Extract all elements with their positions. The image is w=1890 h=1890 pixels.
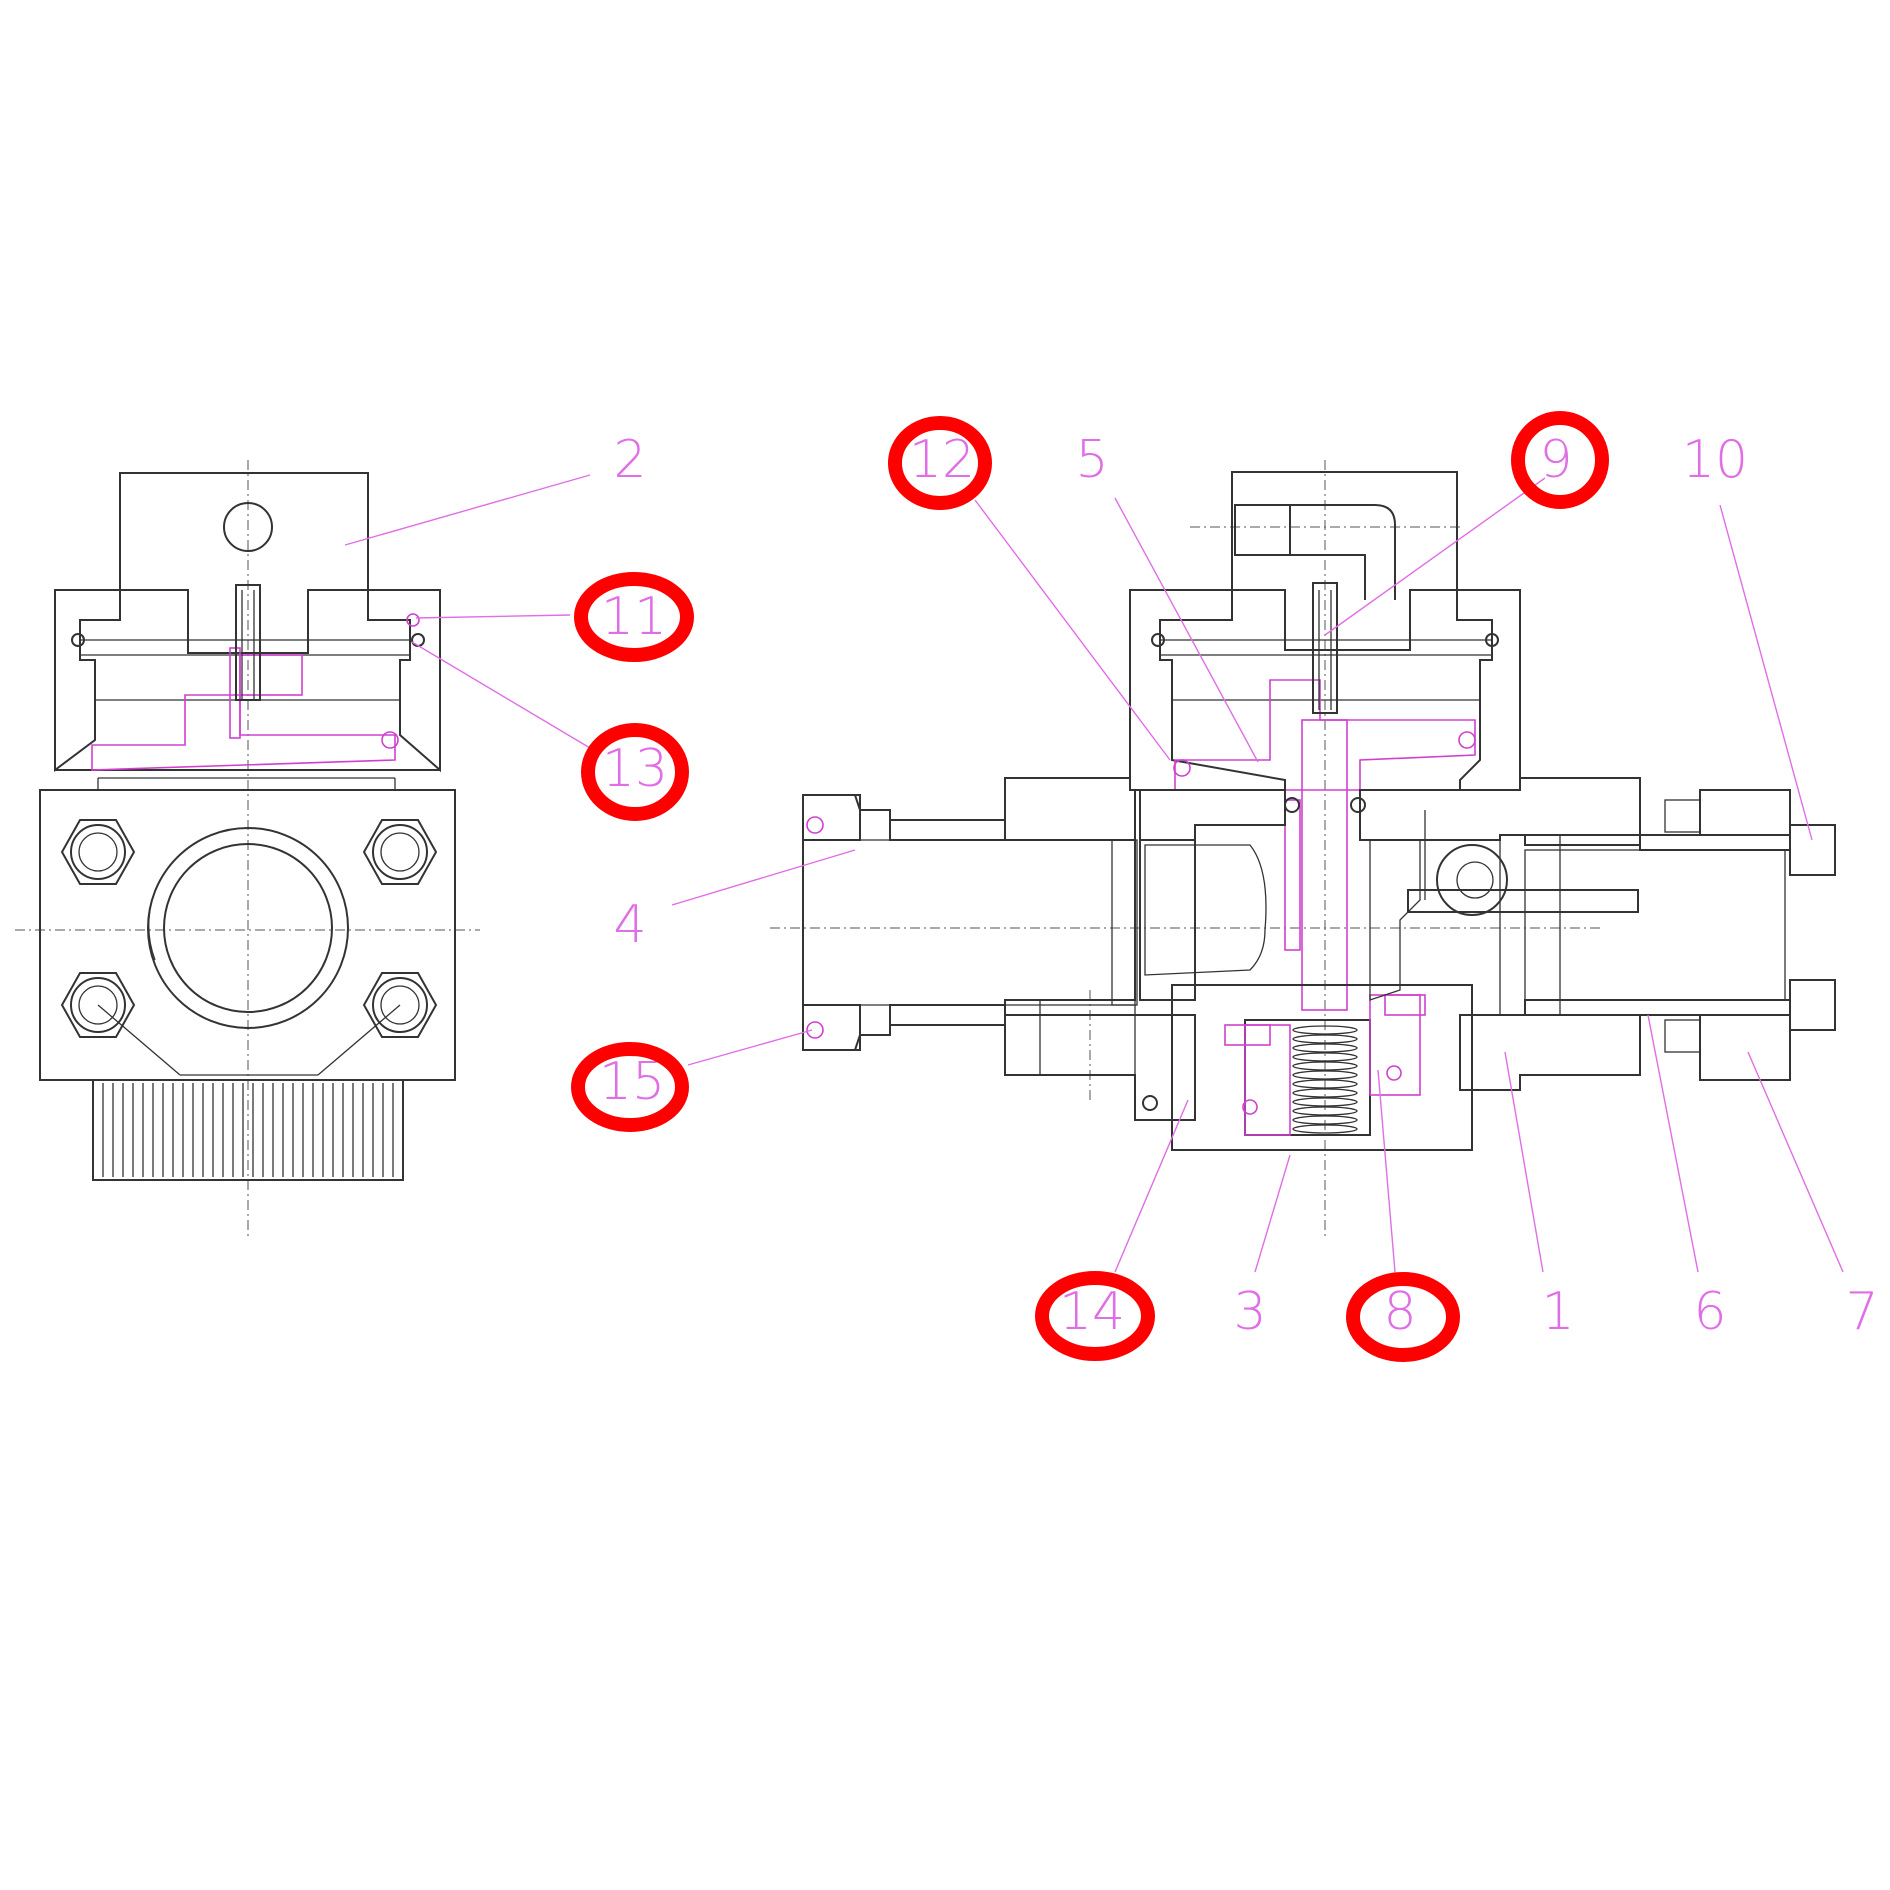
bolt-top-left (60, 819, 136, 885)
spring-coil (1292, 1106, 1358, 1116)
cap-block-left (119, 472, 369, 654)
bolt-top-right (362, 819, 438, 885)
body-upper-left (1004, 777, 1136, 841)
piston-right (1174, 679, 1476, 791)
body-lower-left (1004, 1014, 1196, 1121)
highlight-11 (574, 572, 694, 662)
bolt-stud-top (1789, 824, 1836, 876)
pin-left (235, 584, 261, 701)
spring-coil (1292, 1070, 1358, 1080)
cap-port-hole (223, 502, 273, 552)
nut-bottom (1699, 1014, 1791, 1081)
housing-left-wall (54, 589, 121, 772)
highlight-12 (888, 416, 992, 510)
label-11: 11 (601, 587, 667, 647)
bolt-bottom-right (362, 972, 438, 1038)
label-10: 10 (1682, 430, 1748, 490)
label-8: 8 (1383, 1282, 1416, 1342)
spring-coil (1292, 1034, 1358, 1044)
highlight-8 (1346, 1272, 1460, 1362)
spring-coil (1292, 1025, 1358, 1035)
highlight-15 (571, 1042, 689, 1132)
lever (1407, 889, 1639, 913)
spring-coil (1292, 1061, 1358, 1071)
oring-left-b (411, 633, 425, 647)
label-13: 13 (602, 739, 668, 799)
central-bore-outer (147, 827, 349, 1029)
highlight-14 (1035, 1271, 1155, 1361)
part-labels: 2 11 13 12 5 9 10 4 15 14 3 8 1 6 7 (599, 430, 1879, 1342)
body-lower-right (1459, 1014, 1641, 1091)
label-7: 7 (1845, 1282, 1878, 1342)
spring-coil (1292, 1079, 1358, 1089)
label-6: 6 (1693, 1282, 1726, 1342)
highlight-13 (581, 723, 689, 821)
spring-coil (1292, 1097, 1358, 1107)
label-5: 5 (1075, 430, 1108, 490)
right-section-view (770, 460, 1836, 1240)
label-4: 4 (613, 895, 646, 955)
bolt-stud-bottom (1789, 979, 1836, 1031)
oring-left-a (71, 633, 85, 647)
leader-lines (344, 474, 1844, 1273)
label-9: 9 (1539, 430, 1572, 490)
body-upper-right (1359, 777, 1641, 841)
highlight-9 (1511, 411, 1609, 509)
label-2: 2 (613, 430, 646, 490)
spring (1292, 1025, 1358, 1134)
fin-block (92, 1079, 404, 1181)
valve-stem (1301, 719, 1348, 1011)
label-1: 1 (1541, 1282, 1574, 1342)
label-12: 12 (909, 430, 975, 490)
bottom-plug (1171, 984, 1473, 1151)
spring-coil (1292, 1115, 1358, 1125)
highlight-marks (571, 411, 1609, 1362)
fins (102, 1083, 394, 1177)
central-bore-inner (163, 843, 333, 1013)
inlet-fitting (802, 794, 1136, 1051)
spring-coil (1292, 1088, 1358, 1098)
cap-block-right (1231, 471, 1458, 651)
spring-coil (1292, 1124, 1358, 1134)
housing-right-right-wall (1456, 589, 1521, 791)
pin-right (1312, 582, 1338, 714)
label-3: 3 (1233, 1282, 1266, 1342)
piston-left (91, 694, 396, 771)
spring-coil (1292, 1052, 1358, 1062)
bolt-bottom-left (60, 972, 136, 1038)
label-15: 15 (599, 1052, 665, 1112)
housing-right-wall (367, 589, 441, 773)
spring-coil (1292, 1043, 1358, 1053)
left-end-view (15, 460, 480, 1240)
label-14: 14 (1059, 1282, 1125, 1342)
check-ball (1436, 844, 1508, 916)
nut-top (1699, 789, 1791, 836)
